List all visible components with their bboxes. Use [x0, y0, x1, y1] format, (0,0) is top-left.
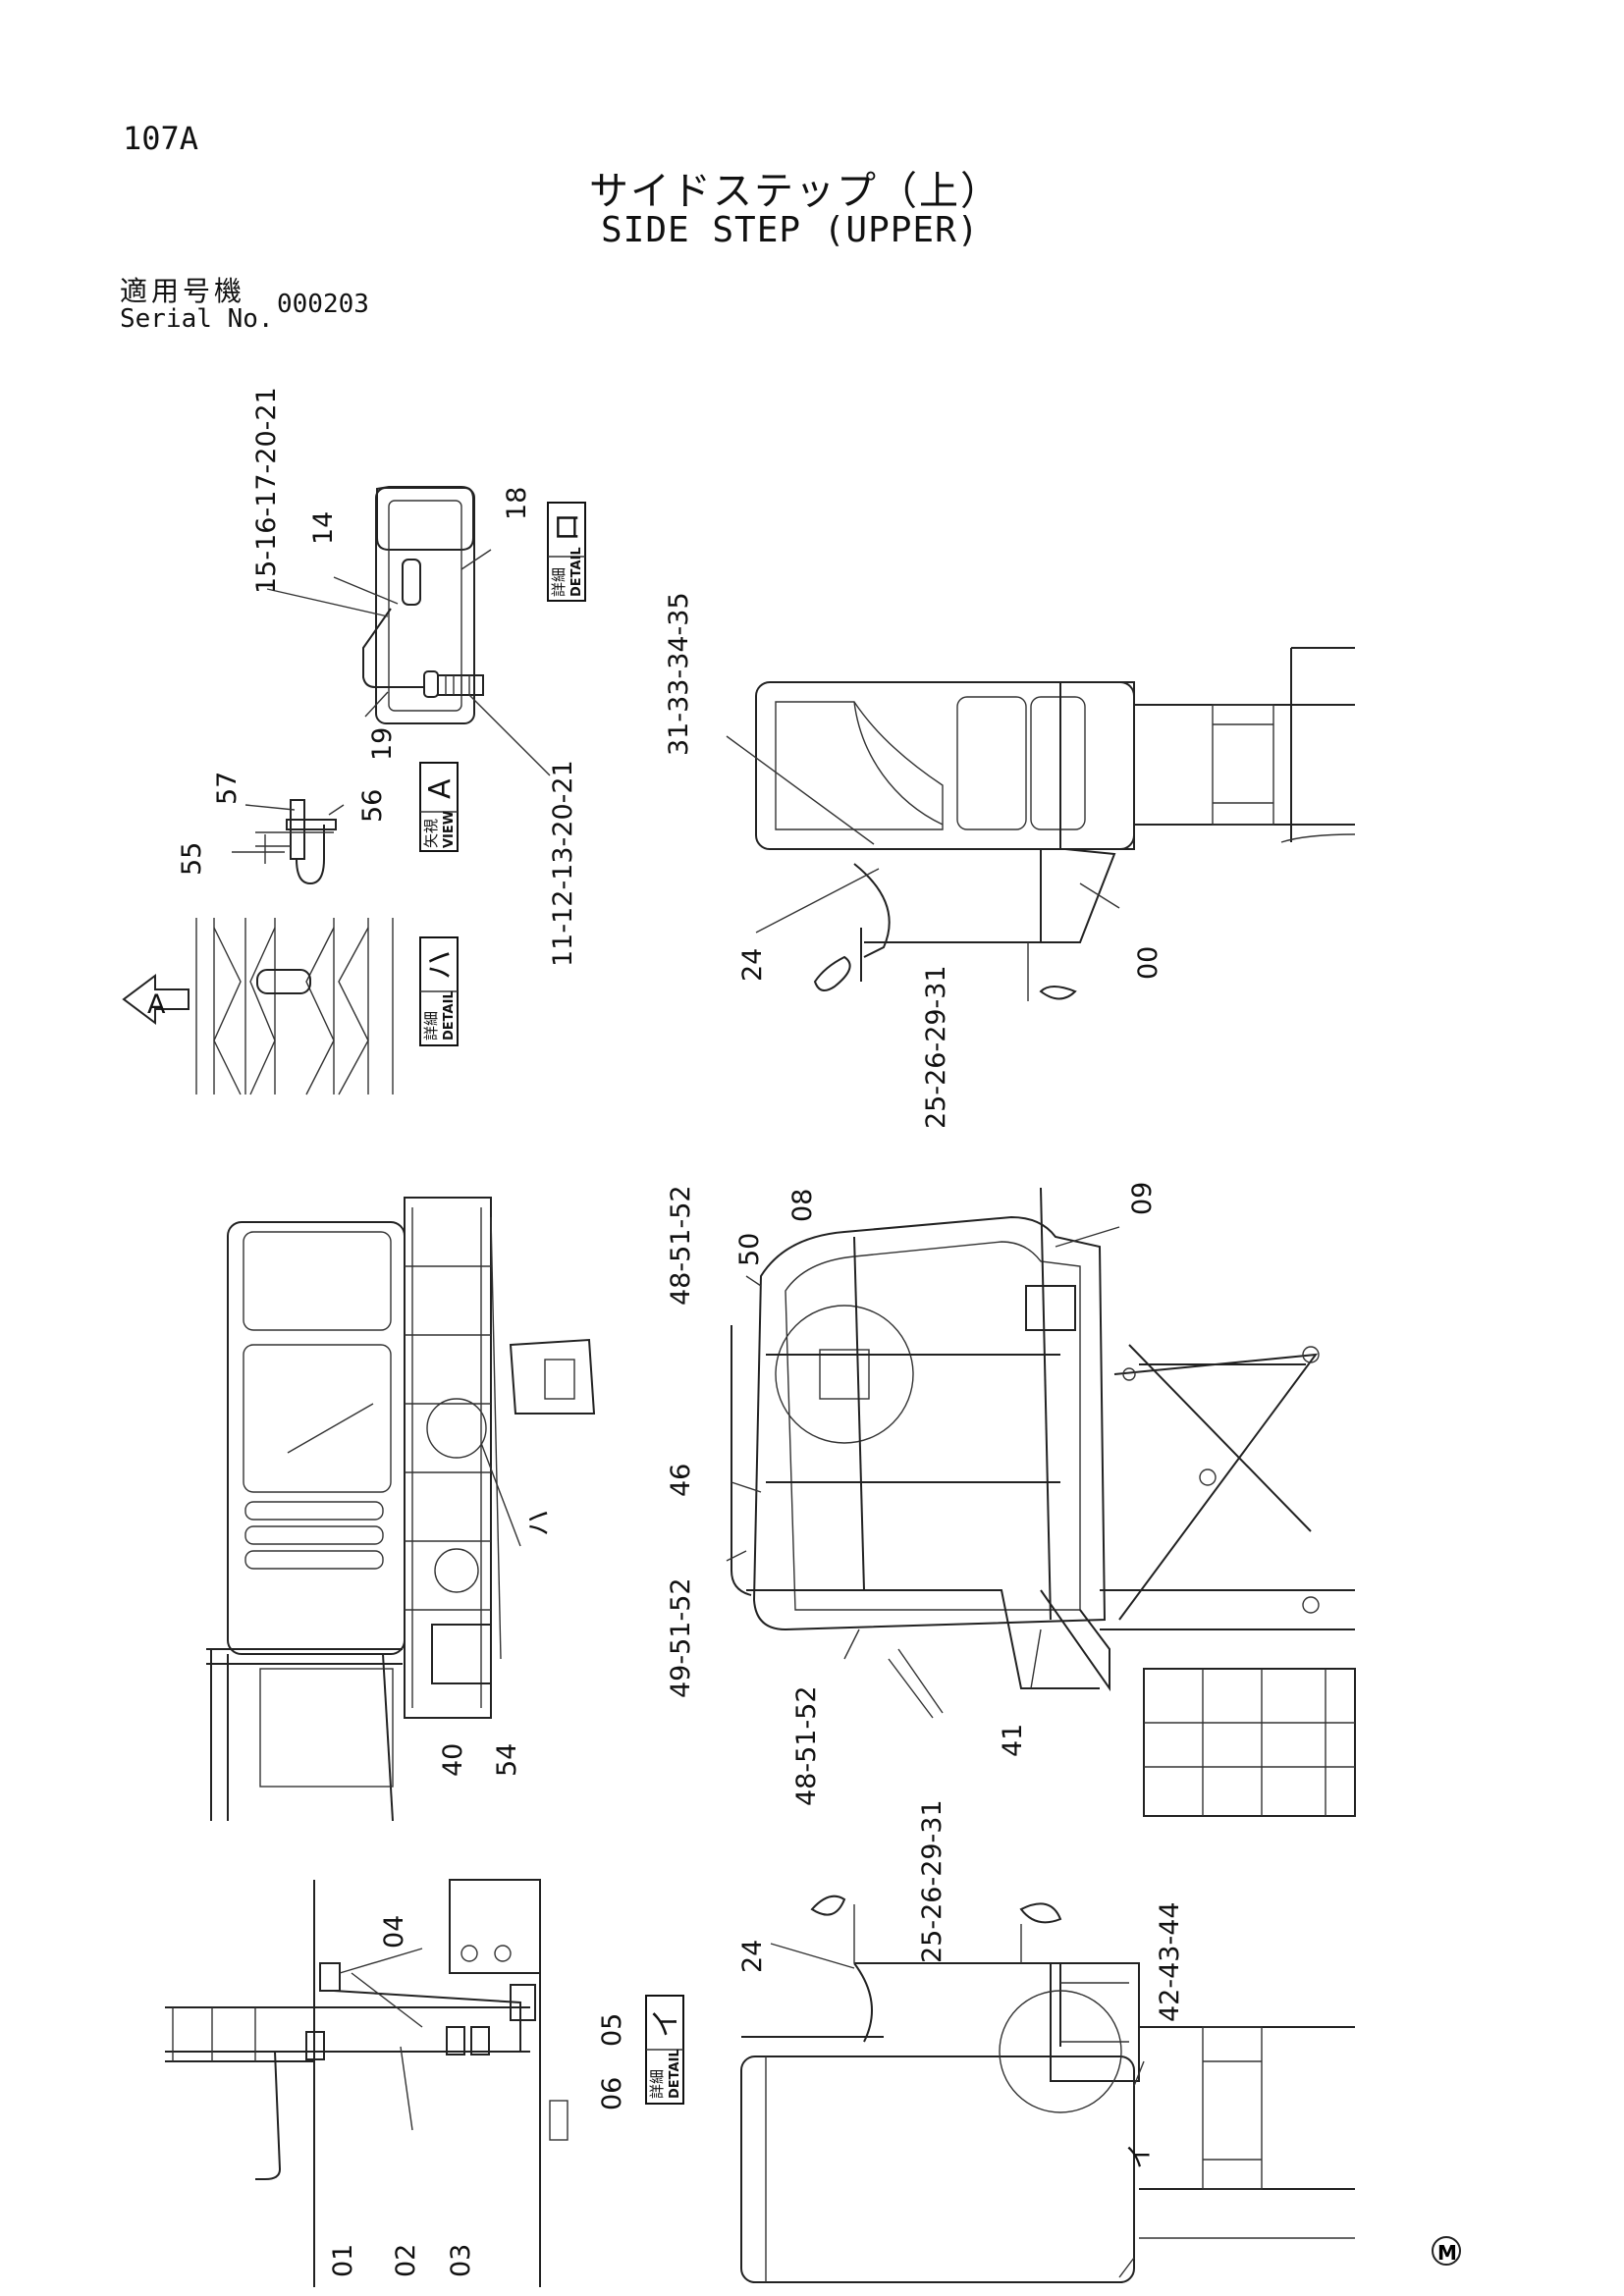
- callout-18: 18: [502, 487, 532, 520]
- detail-box-i: 詳細 DETAIL イ: [645, 1995, 684, 2105]
- callout-03: 03: [446, 2244, 476, 2277]
- serial-label-japanese: 適用号機: [120, 275, 246, 307]
- callouts: 15-16-17-20-21 14 18 19 11-12-13-20-21 5…: [177, 387, 1185, 2277]
- detail-box-view-a: 矢視 VIEW A: [419, 762, 459, 852]
- callout-04: 04: [379, 1915, 409, 1949]
- callout-25-26-29-31-lower: 25-26-29-31: [917, 1799, 947, 1963]
- callout-57: 57: [212, 772, 243, 805]
- svg-text:矢視: 矢視: [422, 819, 440, 848]
- title-english: SIDE STEP (UPPER): [601, 210, 980, 250]
- callout-48-51-52-top: 48-51-52: [666, 1185, 696, 1306]
- svg-text:DETAIL: DETAIL: [442, 990, 457, 1041]
- middle-right-cab-view: [731, 1187, 1356, 1817]
- circled-m-mark: M: [1432, 2236, 1461, 2266]
- callout-08: 08: [787, 1189, 818, 1222]
- callout-i: イ: [1125, 2143, 1156, 2169]
- svg-text:DETAIL: DETAIL: [668, 2049, 682, 2099]
- callout-42-43-44: 42-43-44: [1155, 1901, 1185, 2022]
- callout-06: 06: [597, 2077, 627, 2110]
- callout-55: 55: [177, 842, 207, 876]
- view-a-arrow-icon: [122, 974, 189, 1025]
- callout-15-16-17-20-21: 15-16-17-20-21: [251, 387, 282, 594]
- detail-i-bracket: [165, 1879, 568, 2287]
- callout-41: 41: [998, 1724, 1028, 1757]
- title-japanese: サイドステップ（上）: [589, 169, 1001, 214]
- callout-01: 01: [328, 2244, 358, 2277]
- callout-25-26-29-31-upper: 25-26-29-31: [921, 965, 951, 1129]
- svg-text:M: M: [1437, 2241, 1457, 2265]
- callout-24-upper: 24: [737, 948, 768, 982]
- view-a-bolt-detail: [232, 799, 345, 885]
- detail-box-ro: 詳細 DETAIL ロ: [547, 502, 586, 602]
- callout-ha: ハ: [524, 1510, 555, 1536]
- callout-50: 50: [734, 1233, 765, 1266]
- serial-number-value: 000203: [277, 290, 369, 319]
- callout-56: 56: [357, 789, 388, 823]
- view-a-arrow-label: A: [147, 989, 166, 1020]
- callout-48-51-52-bottom: 48-51-52: [791, 1685, 822, 1806]
- svg-text:詳細: 詳細: [422, 1011, 440, 1041]
- callout-00: 00: [1133, 946, 1164, 980]
- svg-text:詳細: 詳細: [648, 2069, 666, 2099]
- detail-box-ha: 詳細 DETAIL ハ: [419, 936, 459, 1046]
- leader-lines: [339, 735, 1145, 2278]
- svg-text:A: A: [423, 778, 458, 799]
- detail-ro-mirror-assembly: [266, 486, 551, 776]
- detail-ha-grating: [122, 918, 394, 1095]
- callout-14: 14: [308, 511, 339, 545]
- callout-11-12-13-20-21: 11-12-13-20-21: [548, 760, 578, 967]
- callout-46: 46: [666, 1464, 696, 1497]
- svg-text:ハ: ハ: [423, 950, 458, 980]
- callout-24-lower: 24: [737, 1940, 768, 1973]
- callout-09: 09: [1127, 1182, 1158, 1215]
- callout-49-51-52: 49-51-52: [666, 1577, 696, 1698]
- svg-text:VIEW: VIEW: [442, 811, 457, 848]
- svg-text:イ: イ: [649, 2008, 683, 2038]
- callout-05: 05: [597, 2013, 627, 2047]
- callout-40: 40: [438, 1743, 468, 1777]
- upper-cab-side-view: [755, 647, 1356, 1001]
- callout-54: 54: [492, 1743, 522, 1777]
- svg-text:詳細: 詳細: [550, 567, 568, 597]
- svg-text:ロ: ロ: [551, 512, 585, 542]
- svg-text:DETAIL: DETAIL: [569, 547, 584, 597]
- callout-02: 02: [391, 2244, 421, 2277]
- page-number: 107A: [123, 120, 199, 157]
- middle-left-plan-view: [206, 1197, 596, 1822]
- callout-19: 19: [367, 727, 398, 761]
- serial-label-english: Serial No.: [120, 304, 274, 334]
- lower-cab-view: [740, 1895, 1355, 2283]
- callout-31-33-34-35: 31-33-34-35: [664, 592, 694, 756]
